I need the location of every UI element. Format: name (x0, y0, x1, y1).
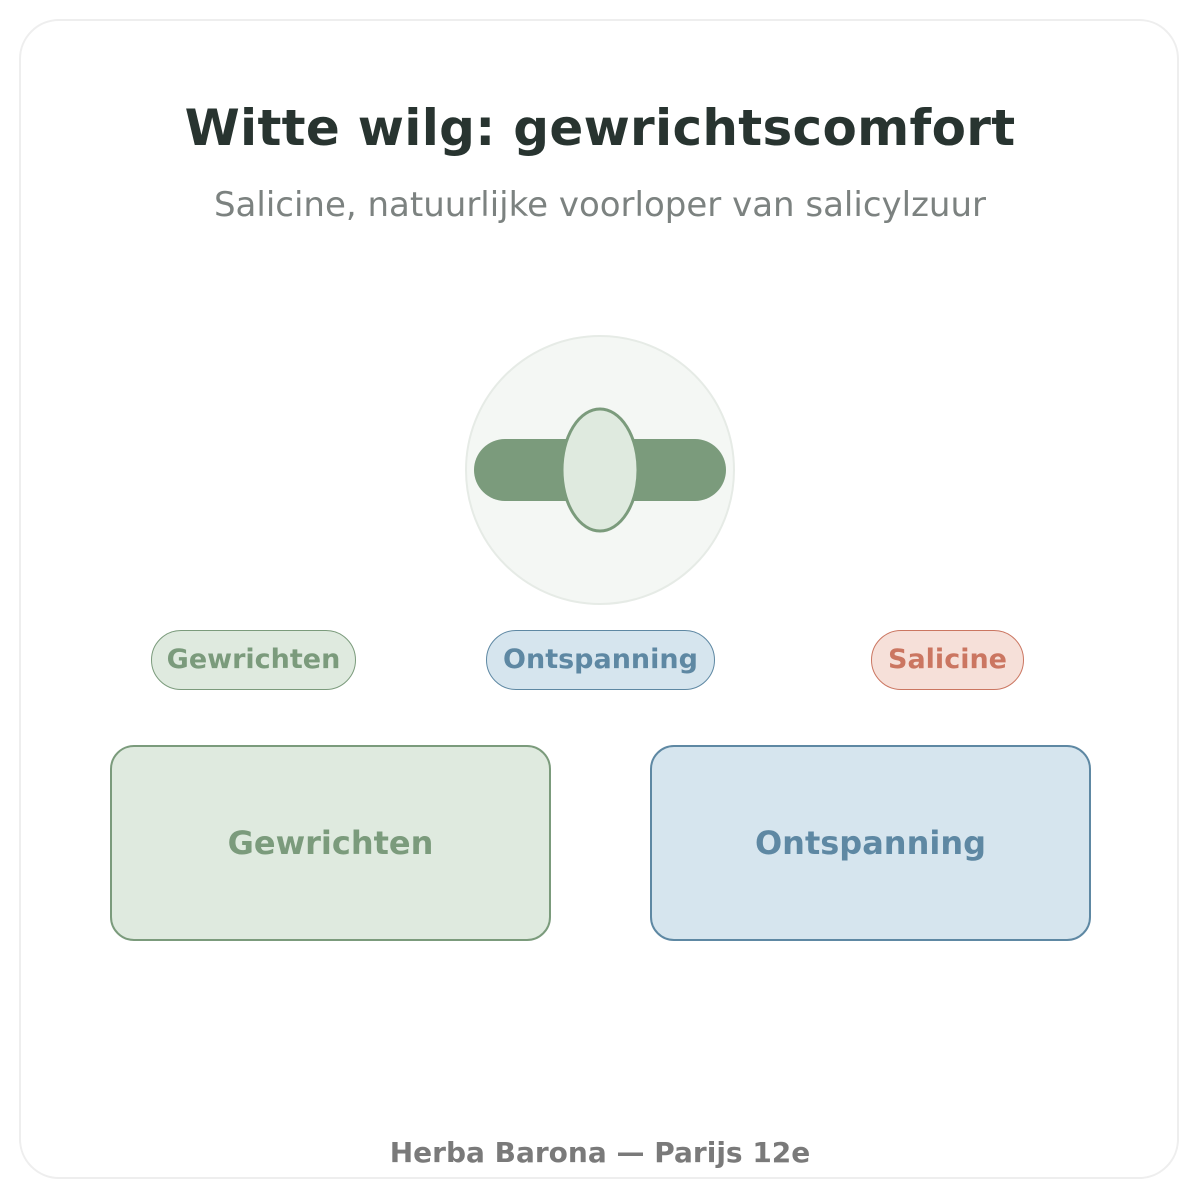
tag-gewrichten: Gewrichten (151, 630, 356, 690)
footer-credit: Herba Barona — Parijs 12e (389, 1136, 811, 1169)
joint-ellipse (560, 407, 640, 533)
page-subtitle: Salicine, natuurlijke voorloper van sali… (213, 185, 987, 225)
panel-ontspanning: Ontspanning (650, 745, 1091, 941)
page-title: Witte wilg: gewrichtscomfort (184, 99, 1016, 157)
panel-gewrichten: Gewrichten (110, 745, 551, 941)
tag-ontspanning: Ontspanning (486, 630, 715, 690)
joint-bone-icon (465, 335, 735, 605)
tag-salicine: Salicine (871, 630, 1024, 690)
